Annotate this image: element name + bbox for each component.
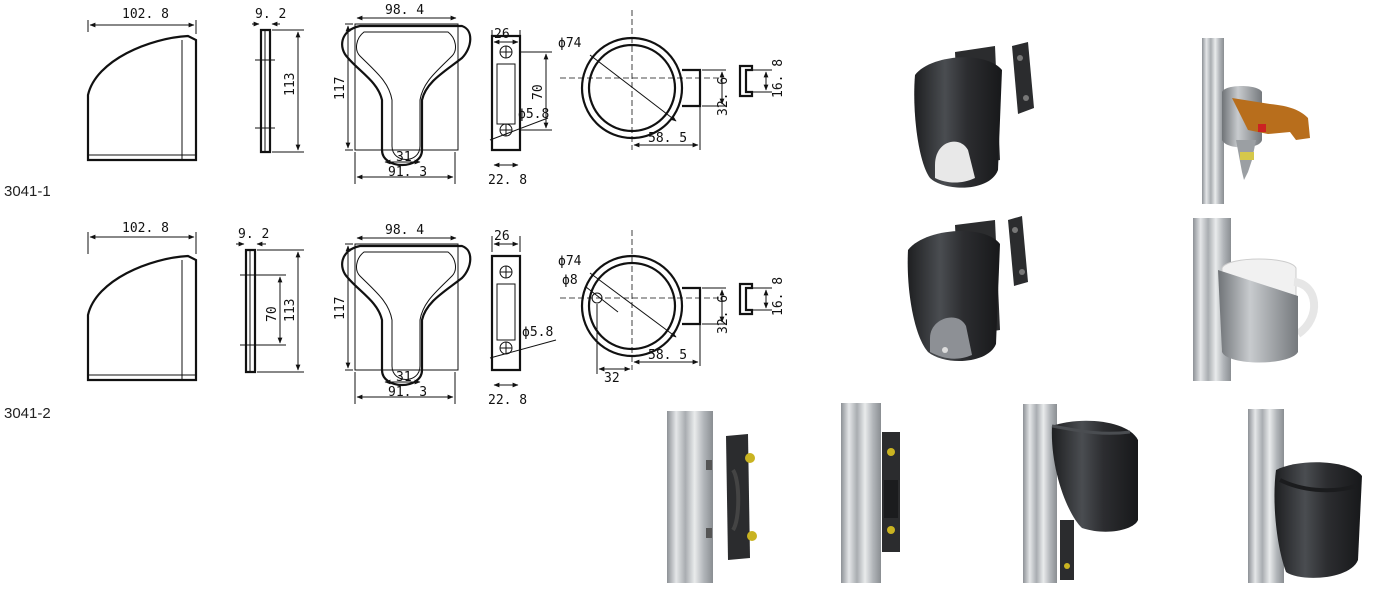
ring-top-view: ϕ74 ϕ8 58. 5 32 32. 6 bbox=[558, 230, 731, 386]
dim-plate-inner: 70 bbox=[265, 306, 280, 322]
render-rail-mounted-mug-holder bbox=[1193, 218, 1318, 381]
render-cup-holder-with-drain bbox=[907, 216, 1028, 362]
render-cup-holder-with-bracket bbox=[914, 42, 1034, 188]
dim-side-width: 102. 8 bbox=[122, 7, 169, 22]
dim-front-bottom-width: 91. 3 bbox=[388, 165, 427, 180]
dim-front-top-width: 98. 4 bbox=[385, 3, 424, 18]
dim-bracket-top: 26 bbox=[494, 229, 510, 244]
dim-tab-height: 32. 6 bbox=[716, 77, 731, 116]
ring-top-view: ϕ74 58. 5 32. 6 bbox=[558, 10, 731, 150]
front-view: 98. 4 117 31 91. 3 bbox=[333, 223, 472, 404]
drawing-row-2: 3041-2 102. 8 9. 2 70 113 bbox=[4, 221, 786, 422]
back-plate-view: 9. 2 70 113 bbox=[236, 227, 304, 374]
side-view: 102. 8 bbox=[86, 221, 198, 382]
dim-tab-height: 32. 6 bbox=[716, 295, 731, 334]
render-cup-on-rail-side bbox=[1023, 404, 1138, 583]
dim-front-top-width: 98. 4 bbox=[385, 223, 424, 238]
drawing-row-1: 3041-1 102. 8 9. 2 113 bbox=[4, 3, 786, 200]
side-view: 102. 8 bbox=[86, 7, 198, 162]
dim-slot-width: 31 bbox=[396, 150, 412, 165]
clip-view: 16. 8 bbox=[738, 277, 786, 316]
dim-ring-diameter: ϕ74 bbox=[558, 36, 582, 51]
render-bracket-on-rail bbox=[667, 411, 757, 583]
row-label: 3041-1 bbox=[4, 183, 51, 200]
dim-hole-diameter: ϕ5.8 bbox=[522, 325, 553, 340]
dim-bracket-bottom: 22. 8 bbox=[488, 173, 527, 188]
dim-ring-diameter: ϕ74 bbox=[558, 254, 582, 269]
dim-plate-thickness: 9. 2 bbox=[255, 7, 286, 22]
dim-hole-diameter: ϕ5.8 bbox=[518, 107, 549, 122]
dim-ring-offset: 58. 5 bbox=[648, 131, 687, 146]
dim-plate-height: 113 bbox=[283, 73, 298, 96]
dim-front-height: 117 bbox=[333, 297, 348, 320]
dim-slot-width: 31 bbox=[396, 370, 412, 385]
dim-hole-spacing: 70 bbox=[531, 84, 546, 100]
dim-ring-offset: 58. 5 bbox=[648, 348, 687, 363]
dim-bracket-top: 26 bbox=[494, 27, 510, 42]
dim-drain-diameter: ϕ8 bbox=[562, 273, 578, 288]
dim-plate-height: 113 bbox=[283, 299, 298, 322]
dim-clip-height: 16. 8 bbox=[771, 59, 786, 98]
dim-clip-height: 16. 8 bbox=[771, 277, 786, 316]
row-label: 3041-2 bbox=[4, 405, 51, 422]
dim-bracket-bottom: 22. 8 bbox=[488, 393, 527, 408]
back-plate-view: 9. 2 113 bbox=[252, 7, 304, 154]
render-bracket-mounted-front bbox=[841, 403, 900, 583]
front-view: 98. 4 117 31 91. 3 bbox=[333, 3, 472, 184]
bracket-view: 26 70 ϕ5.8 22. 8 bbox=[488, 27, 552, 188]
render-rail-mounted-tool-holder bbox=[1202, 38, 1310, 204]
clip-view: 16. 8 bbox=[738, 59, 786, 98]
dim-drain-offset: 32 bbox=[604, 371, 620, 386]
dim-front-bottom-width: 91. 3 bbox=[388, 385, 427, 400]
dim-side-width: 102. 8 bbox=[122, 221, 169, 236]
dim-plate-thickness: 9. 2 bbox=[238, 227, 269, 242]
bracket-view: 26 ϕ5.8 22. 8 bbox=[488, 229, 557, 408]
dim-front-height: 117 bbox=[333, 77, 348, 100]
render-cup-on-rail-angle bbox=[1248, 409, 1362, 583]
